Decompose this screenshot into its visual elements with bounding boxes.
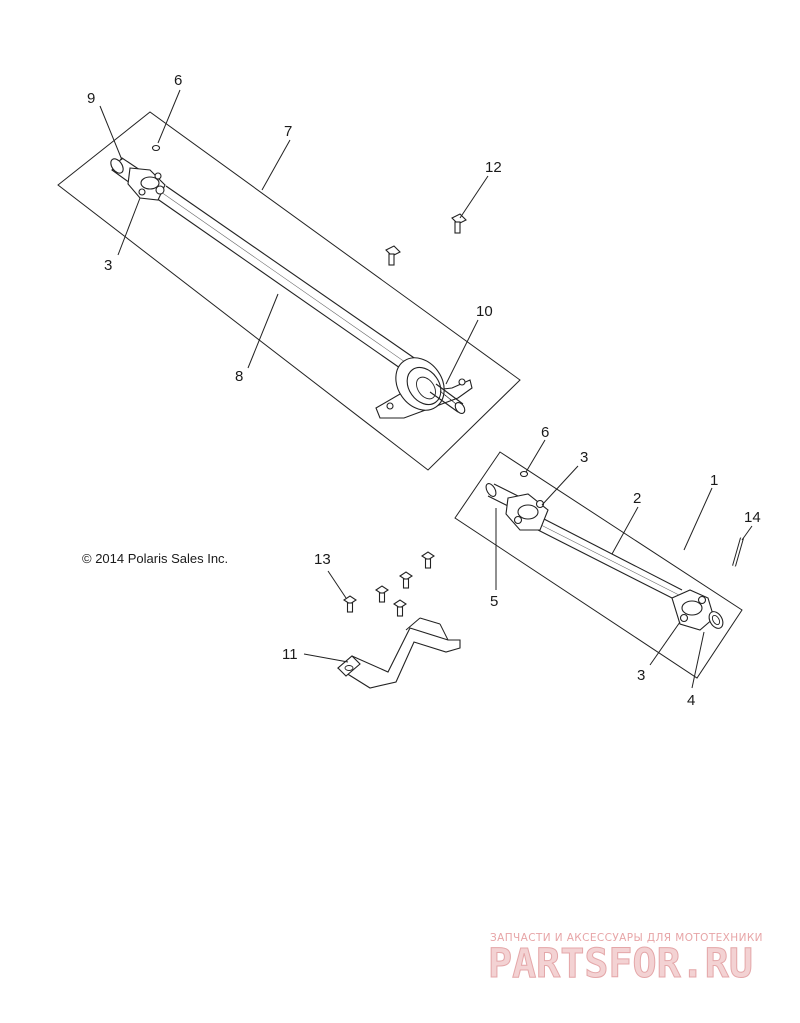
bolt-13-a [343,595,357,613]
bolt-13-c [399,571,413,589]
callout-10: 10 [476,303,493,320]
callout-14: 14 [744,509,761,526]
callout-3-mid: 3 [580,449,588,466]
mounting-bracket [337,617,461,689]
rear-prop-shaft [155,185,421,376]
watermark-brand: PARTSFOR.RU [488,941,753,987]
bolt-13-b [375,585,389,603]
leader-lines [99,89,753,689]
callout-3-upper: 3 [104,257,112,274]
grease-fitting-lower [519,470,529,478]
callout-12: 12 [485,159,502,176]
front-shaft-right-end [671,589,724,631]
center-support-bearing [375,357,473,419]
bolt-12-a [451,213,467,234]
callout-9: 9 [87,90,95,107]
front-shaft-left-end [485,483,549,531]
callout-labels: 6 9 7 12 3 10 8 6 3 1 2 14 13 5 11 3 4 [87,72,761,709]
grease-fitting-upper [151,144,161,152]
copyright-notice: © 2014 Polaris Sales Inc. [82,551,228,566]
bolt-13-d [421,551,435,569]
bolt-12-b [385,245,401,266]
splined-shaft-end [429,383,466,414]
front-shaft-group-frame [454,451,743,679]
rear-u-joint [110,157,166,201]
watermark-tagline: ЗАПЧАСТИ И АКСЕССУАРЫ ДЛЯ МОТОТЕХНИКИ [490,932,763,944]
callout-6-upper: 6 [174,72,182,89]
callout-1: 1 [710,472,718,489]
callout-7: 7 [284,123,292,140]
front-prop-shaft [537,518,683,601]
callout-2: 2 [633,490,641,507]
callout-8: 8 [235,368,243,385]
callout-3-lower: 3 [637,667,645,684]
bolt-13-e [393,599,407,617]
rear-shaft-group-frame [57,111,521,471]
callout-13: 13 [314,551,331,568]
watermark-logo: ЗАПЧАСТИ И АКСЕССУАРЫ ДЛЯ МОТОТЕХНИКИ PA… [488,932,763,988]
callout-4: 4 [687,692,695,709]
callout-11: 11 [282,646,298,663]
callout-6-lower: 6 [541,424,549,441]
callout-5: 5 [490,593,498,610]
roll-pin [732,537,744,567]
